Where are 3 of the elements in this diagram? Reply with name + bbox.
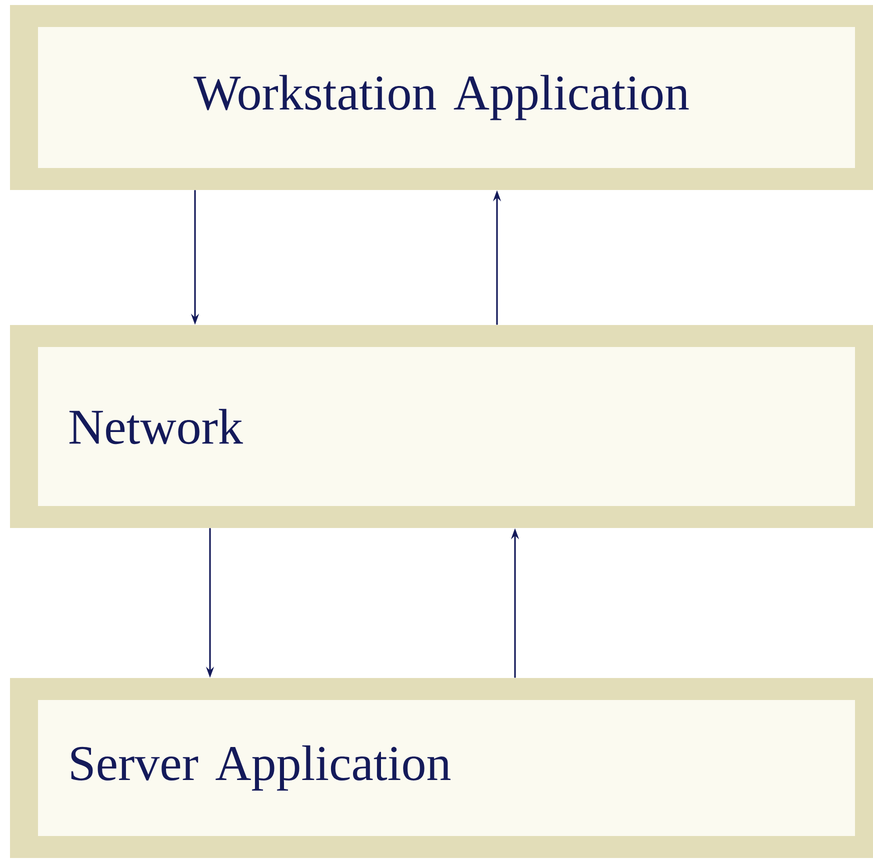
process-box: Workstation Application <box>10 4 873 190</box>
process-box: Server Application <box>10 678 873 858</box>
process-box: Network <box>10 324 873 528</box>
